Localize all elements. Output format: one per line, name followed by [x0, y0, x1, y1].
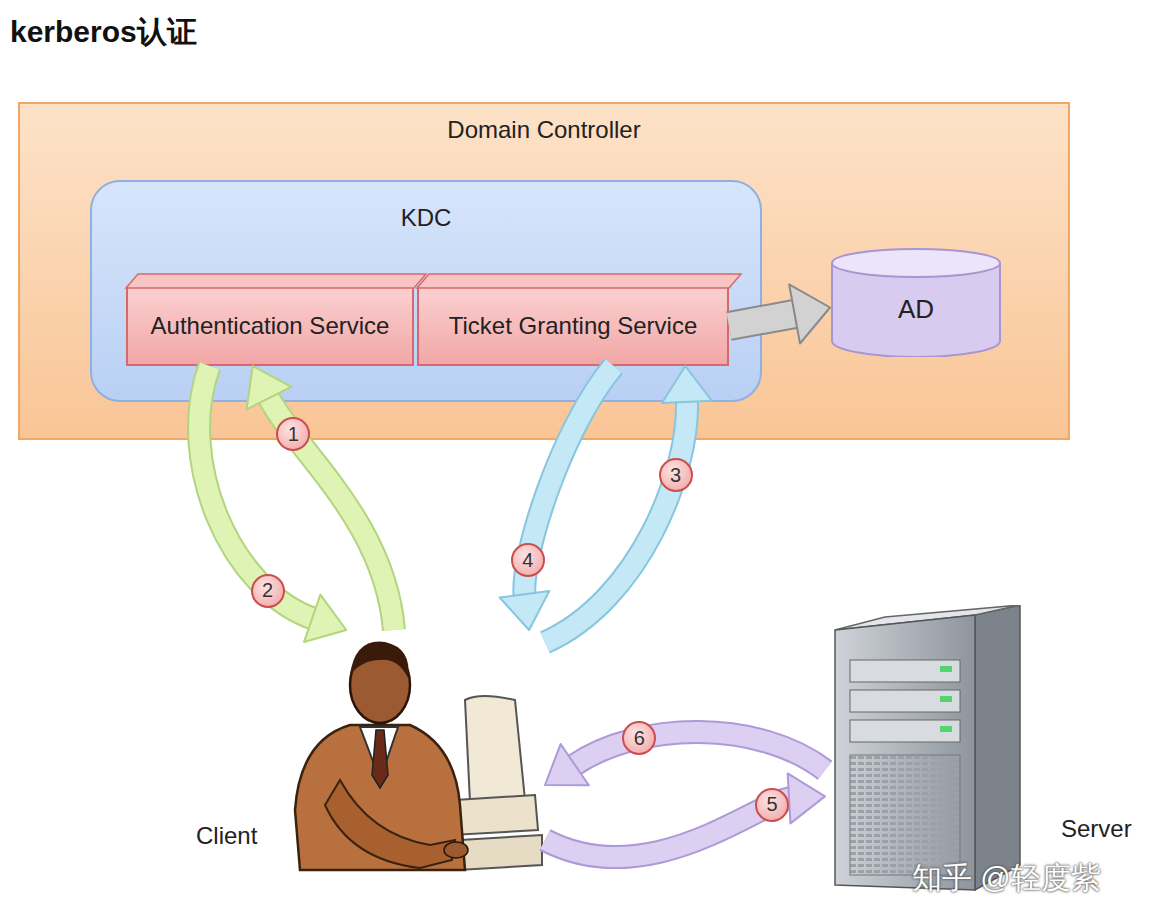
callout-number-text: 2	[262, 579, 273, 602]
hair	[350, 642, 409, 678]
title: kerberos认证	[10, 12, 197, 53]
domain-controller-region: Domain ControllerKDC Authentication Servi…	[18, 102, 1070, 440]
server-side	[975, 605, 1020, 890]
server-front	[835, 615, 975, 890]
node-label: Server	[1061, 815, 1132, 843]
arrow-head	[304, 595, 346, 642]
callout-number-text: 4	[522, 549, 533, 572]
cylinder-top	[832, 249, 1000, 277]
status-light	[940, 696, 952, 702]
callout-number-text: 1	[288, 423, 299, 446]
callout-number-text: 6	[634, 727, 645, 750]
box-top-face	[417, 274, 741, 288]
flow-arrow	[545, 773, 825, 857]
callout-number-text: 5	[766, 793, 777, 816]
hand	[444, 842, 468, 858]
callout-number: 4	[511, 543, 545, 577]
node-label: KDC	[92, 204, 760, 232]
callout-number: 5	[755, 788, 789, 822]
person-body	[295, 725, 465, 870]
service-box: Ticket Granting Service	[417, 286, 729, 366]
server-illustration	[825, 605, 1025, 895]
database-cylinder: AD	[830, 247, 1002, 357]
person-arm	[325, 780, 455, 868]
tie	[372, 730, 388, 788]
callout-number: 2	[251, 574, 285, 608]
drive-bay	[850, 720, 960, 742]
node-label: AD	[898, 294, 934, 325]
callout-number: 3	[659, 458, 693, 492]
node-label: Client	[196, 822, 257, 850]
monitor	[465, 696, 525, 806]
callout-number: 6	[622, 721, 656, 755]
service-box: Authentication Service	[126, 286, 414, 366]
box-top-face	[126, 274, 426, 288]
arrow-shaft	[573, 732, 825, 770]
client-illustration	[280, 630, 545, 880]
computer-base	[452, 795, 538, 835]
status-light	[940, 726, 952, 732]
client-figure: Client	[280, 630, 545, 880]
arrow-head	[788, 773, 825, 823]
keyboard	[458, 835, 542, 870]
arrow-head	[500, 591, 550, 630]
callout-number-text: 3	[670, 464, 681, 487]
kdc-box: KDC Authentication Service Ticket Granting…	[90, 180, 762, 402]
node-label: Domain Controller	[20, 116, 1068, 144]
status-light	[940, 666, 952, 672]
server-figure: Server	[825, 605, 1025, 895]
node-label: Ticket Granting Service	[449, 310, 698, 341]
flow-arrow	[545, 732, 825, 785]
node-label: Authentication Service	[151, 310, 390, 341]
drive-bay	[850, 660, 960, 682]
arrow-head	[545, 744, 589, 785]
arrow-outline	[573, 732, 825, 770]
vent-grille	[850, 755, 960, 875]
callout-number: 1	[276, 417, 310, 451]
drive-bay	[850, 690, 960, 712]
watermark: 知乎 @轻度紫	[912, 858, 1101, 899]
